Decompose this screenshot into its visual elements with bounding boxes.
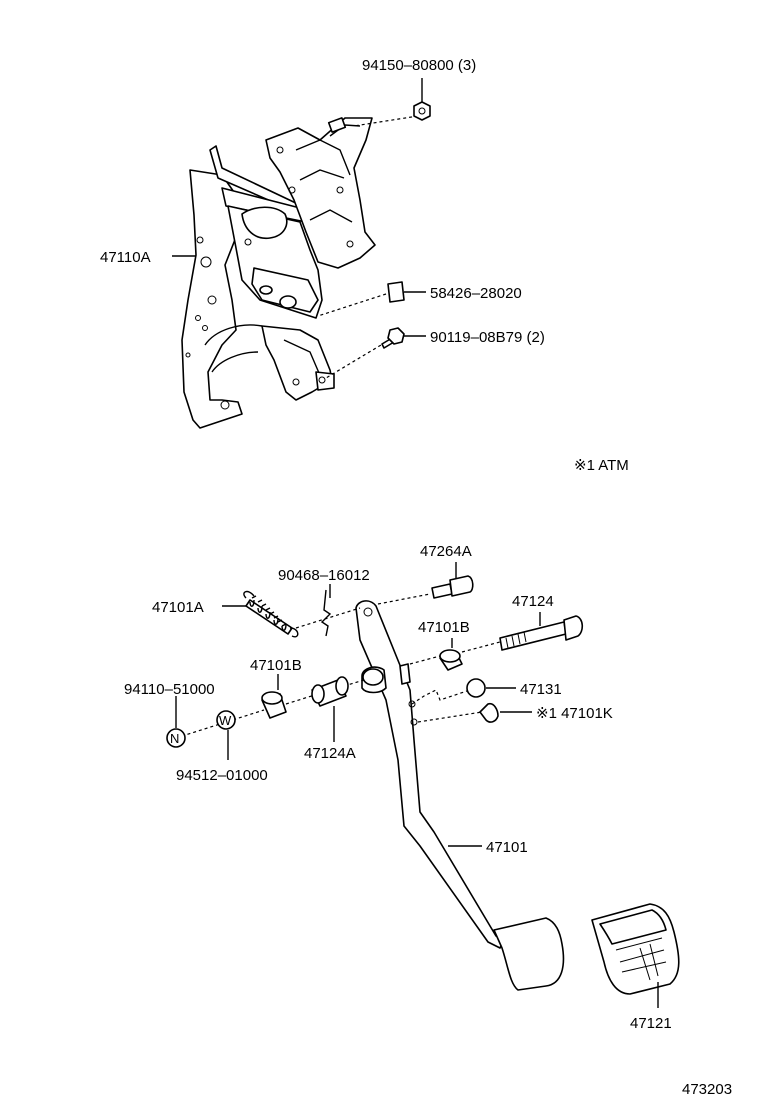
bolt-47264a [431,575,474,599]
label-47101: 47101 [486,839,528,856]
stopper-47131 [466,678,486,698]
pedal-bracket-47110a [181,117,376,429]
note-atm: ※1 ATM [574,457,629,474]
nut-94150-80800 [413,101,431,121]
nut-94110-51000: N [166,728,186,748]
clip-90468-16012 [320,589,332,637]
leader-58426 [317,293,387,317]
clip-58426-28020 [387,281,405,303]
label-47124a: 47124A [304,745,356,762]
label-47101b-upper: 47101B [418,619,470,636]
label-47101b-lower: 47101B [250,657,302,674]
label-47264a: 47264A [420,543,472,560]
label-90468-16012: 90468–16012 [278,567,370,584]
label-94512-01000: 94512–01000 [176,767,268,784]
label-47131: 47131 [520,681,562,698]
bushing-47101b-lower [261,691,287,719]
label-47124: 47124 [512,593,554,610]
label-94150-80800: 94150–80800 (3) [362,57,476,74]
svg-text:N: N [170,731,179,746]
diagram-number: 473203 [682,1081,732,1098]
bushing-47101b-upper [439,649,463,671]
label-58426-28020: 58426–28020 [430,285,522,302]
label-47101k: ※1 47101K [536,705,613,722]
leader-90119 [325,341,387,379]
bolt-47124 [499,615,584,651]
label-90119-08b79: 90119–08B79 (2) [430,329,545,346]
cushion-47101k [479,702,499,723]
clutch-pedal-47101 [355,600,565,991]
label-47101a: 47101A [152,599,204,616]
label-94110-51000: 94110–51000 [124,681,215,698]
washer-94512-01000: W [216,710,236,730]
pedal-pad-47121 [591,903,680,995]
label-47110a: 47110A [100,249,151,266]
bolt-90119-08b79 [381,327,405,349]
svg-text:W: W [219,713,232,728]
collar-47124a [311,676,349,707]
label-47121: 47121 [630,1015,672,1032]
leader-nut-94150 [353,115,419,127]
return-spring-47101a [243,590,299,638]
